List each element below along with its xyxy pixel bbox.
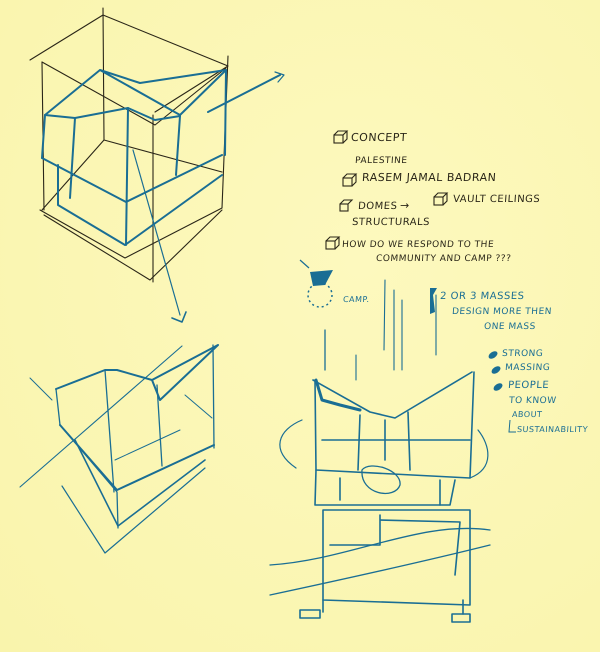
note-concept: Concept (350, 131, 408, 144)
isometric-box-bottom (19, 344, 219, 554)
note-to-know: to know (508, 396, 557, 406)
masses-icon (430, 288, 437, 314)
isometric-box-top (29, 7, 285, 323)
note-massing: Massing (504, 363, 551, 373)
note-vault-ceilings: Vault Ceilings (452, 194, 541, 205)
note-masses-line2: Design more then (451, 307, 553, 317)
bracket (508, 419, 516, 433)
marker-icon (488, 351, 503, 391)
note-sustainability: sustainability (516, 425, 589, 434)
note-camp: Camp. (342, 295, 370, 304)
note-palestine: Palestine (354, 156, 408, 166)
note-question-line2: Community and camp ??? (375, 254, 512, 264)
note-domes: Domes (357, 201, 398, 212)
note-about: about (511, 410, 543, 419)
camp-icon (299, 259, 333, 308)
note-strong: Strong (501, 349, 544, 359)
cube-icon (325, 130, 449, 250)
note-question-line1: How do we respond to the (341, 240, 495, 250)
note-architect: Rasem Jamal Badran (361, 171, 497, 184)
note-people: People (507, 380, 550, 391)
note-masses-line3: one mass (483, 322, 537, 332)
note-masses-line1: 2 or 3 masses (439, 291, 525, 302)
section-drawing (269, 279, 491, 623)
note-arrow: → (399, 199, 411, 212)
note-structurals: Structurals (351, 217, 431, 228)
